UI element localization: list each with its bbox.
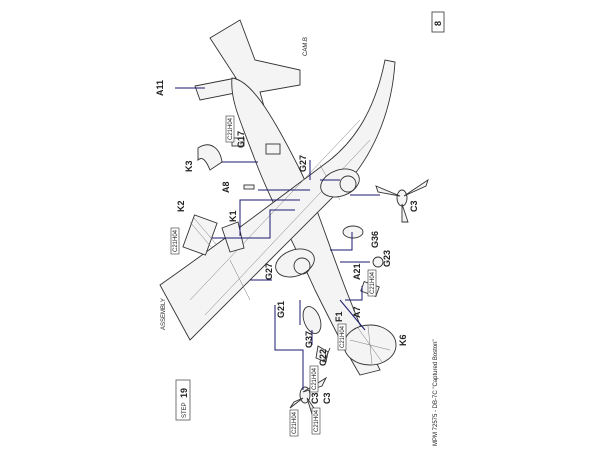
badge-3: C21H04 — [370, 271, 376, 294]
assembly-guide-lines — [175, 87, 380, 390]
part-label-c3-lower-b: C3 — [322, 392, 332, 404]
part-label-a8: A8 — [221, 181, 231, 193]
step-label: STEP — [182, 402, 188, 418]
badges: C21H04 C21H04 C21H04 C21H04 C21H04 C21H0… — [170, 115, 377, 437]
camo-tag: CAM.B — [303, 37, 309, 56]
part-label-a7: A7 — [352, 306, 362, 318]
part-label-g27-upper: G27 — [298, 155, 308, 172]
step-number: 19 — [179, 388, 189, 398]
part-label-k2: K2 — [176, 200, 186, 212]
part-label-a21: A21 — [352, 263, 362, 280]
part-label-g21: G21 — [276, 301, 286, 318]
kit-caption: MPM 72575 - DB-7C "Captured Boston" — [433, 339, 439, 446]
badge-7: C21H04 — [314, 409, 320, 432]
part-label-g36: G36 — [370, 231, 380, 248]
part-label-g17: G17 — [236, 131, 246, 148]
part-label-g22: G22 — [318, 349, 328, 366]
part-label-g23: G23 — [382, 250, 392, 267]
step-title: ASSEMBLY — [161, 298, 167, 330]
badge-4: C21H04 — [340, 325, 346, 348]
badge-6: C21H04 — [292, 411, 298, 434]
part-label-k3: K3 — [184, 160, 194, 172]
part-label-g27-lower: G27 — [264, 263, 274, 280]
part-label-f1: F1 — [334, 311, 344, 322]
badge-2: C21H04 — [228, 117, 234, 140]
part-label-a11: A11 — [155, 80, 165, 96]
part-label-k1: K1 — [228, 210, 238, 222]
page-number-box: 8 — [431, 11, 445, 33]
step-badge: STEP 19 — [175, 379, 191, 421]
part-labels: A11 G17 K3 A8 K2 K1 G27 G27 C3 G36 G23 A… — [155, 80, 419, 404]
badge-5: C21H04 — [312, 367, 318, 390]
page-number: 8 — [433, 21, 443, 26]
part-label-c3-right: C3 — [409, 200, 419, 212]
part-label-g37: G37 — [304, 331, 314, 348]
badge-1: C21H04 — [173, 229, 179, 252]
aircraft-drawing — [159, 19, 429, 415]
part-label-c3-lower-a: C3 — [310, 392, 320, 404]
part-label-k6: K6 — [398, 334, 408, 346]
